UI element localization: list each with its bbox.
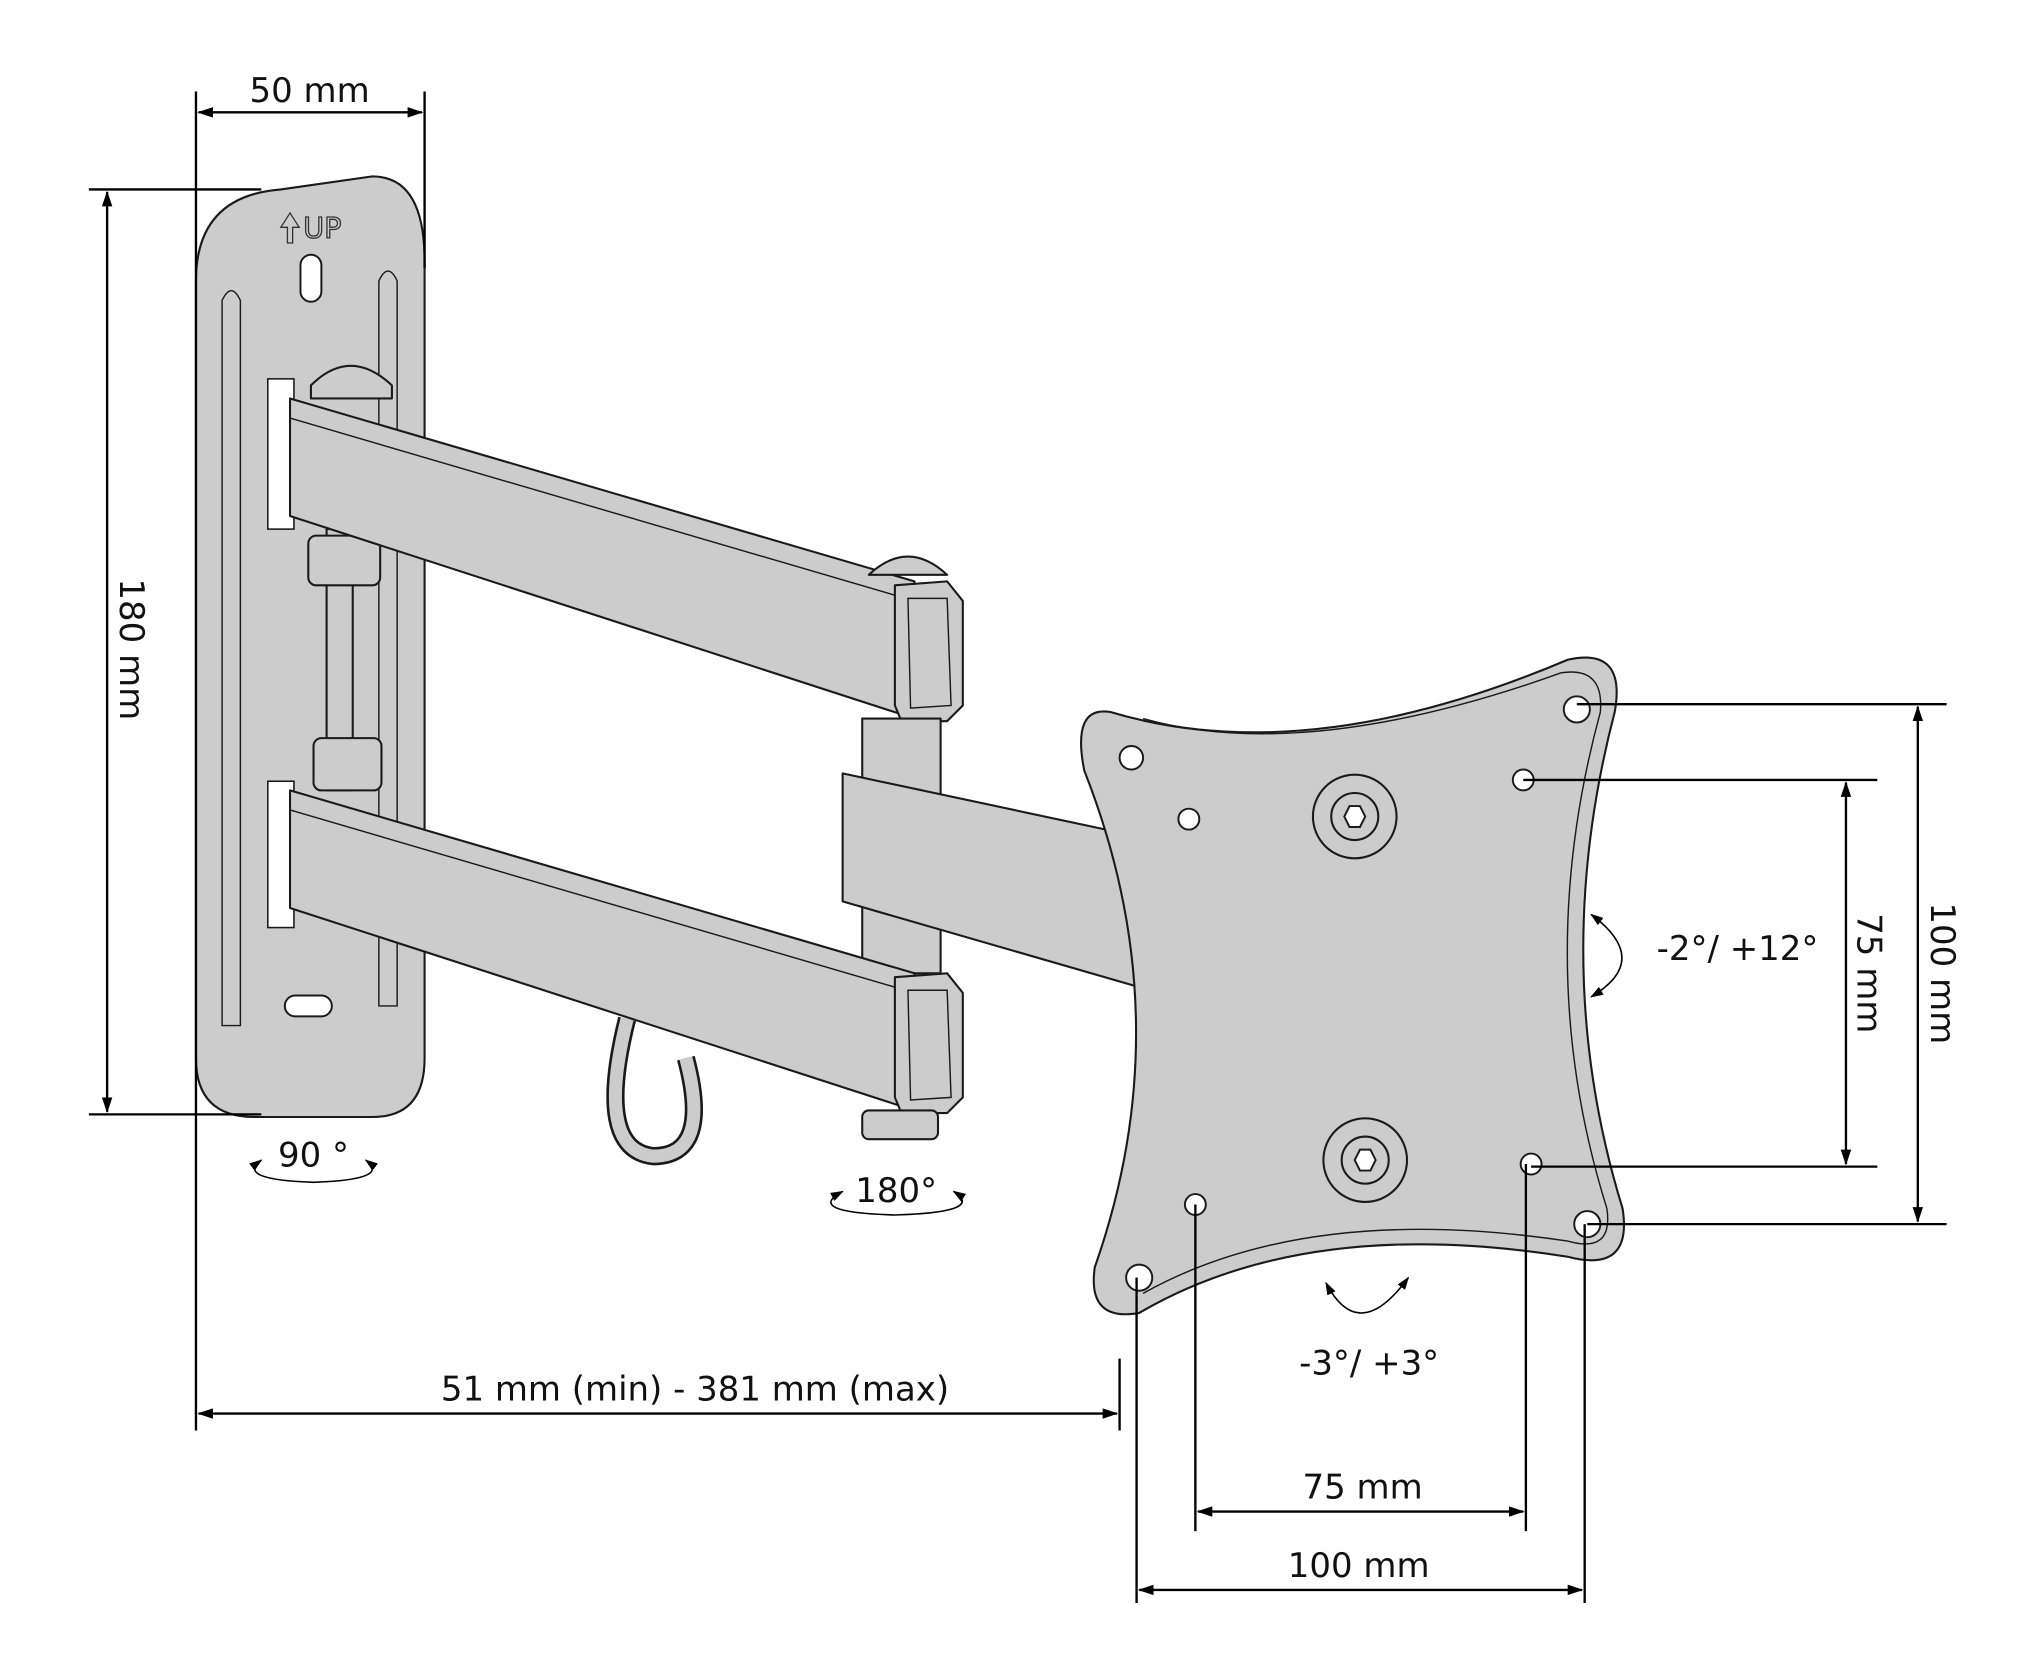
wall-swivel-label: 90 ° xyxy=(278,1136,349,1176)
vesa-h-large-label: 100 mm xyxy=(1288,1546,1430,1586)
plate-height-label: 180 mm xyxy=(111,578,151,720)
rotation-label: -3°/ +3° xyxy=(1299,1343,1439,1383)
arm-swivel-label: 180° xyxy=(855,1171,937,1211)
extension-label: 51 mm (min) - 381 mm (max) xyxy=(441,1369,949,1409)
plate-up-marking: UP xyxy=(303,211,341,245)
plate-width-label: 50 mm xyxy=(250,71,370,111)
lower-arm xyxy=(288,737,964,1141)
rotation-arrows xyxy=(249,913,1623,1314)
vesa-plate xyxy=(1080,656,1625,1316)
keyhole-bottom xyxy=(283,994,333,1018)
hex-screw-icon xyxy=(1353,1148,1377,1172)
up-arrow-icon xyxy=(279,211,301,244)
vesa-v-large-label: 100 mm xyxy=(1922,902,1962,1044)
vesa-h-small-label: 75 mm xyxy=(1303,1467,1423,1507)
tilt-label: -2°/ +12° xyxy=(1657,929,1819,969)
dimension-lines xyxy=(88,91,1947,1603)
vesa-v-small-label: 75 mm xyxy=(1849,913,1889,1033)
hex-screw-icon xyxy=(1343,805,1367,828)
wall-plate: UP xyxy=(194,175,426,1119)
keyhole-top xyxy=(299,253,323,303)
upper-arm xyxy=(288,364,964,723)
